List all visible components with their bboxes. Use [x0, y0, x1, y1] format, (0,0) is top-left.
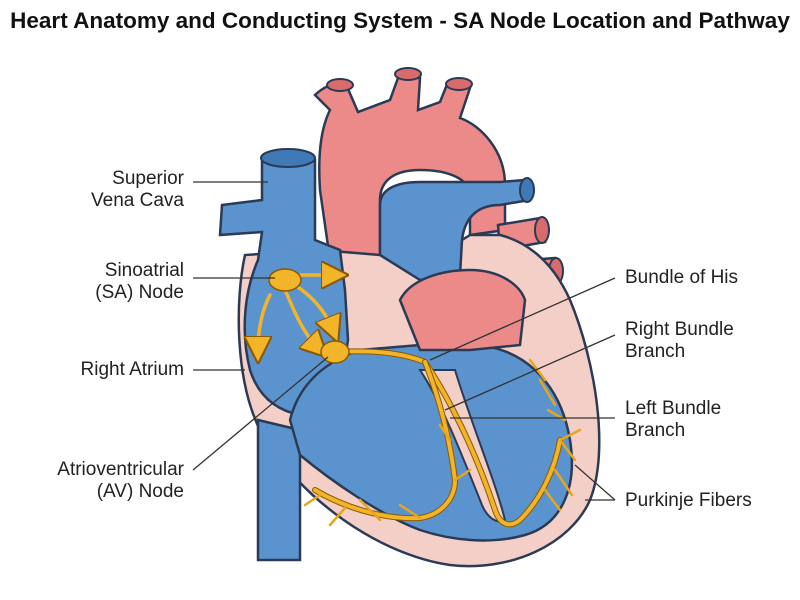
leader-av [192, 356, 329, 471]
purkinje-fiber-branches [303, 358, 582, 527]
inferior-vena-cava [256, 418, 302, 562]
sa-to-av-arrow-1 [283, 288, 318, 348]
label-purkinje-fibers: Purkinje Fibers [625, 490, 752, 511]
leader-lines [192, 181, 616, 501]
leader-rbb [444, 334, 616, 411]
page-title: Heart Anatomy and Conducting System - SA… [10, 8, 790, 33]
label-right-atrium: Right Atrium [80, 359, 184, 380]
label-av-node: Atrioventricular (AV) Node [57, 459, 184, 502]
conduction-pathway [258, 275, 582, 528]
label-sa-node: Sinoatrial (SA) Node [95, 260, 184, 303]
label-right-bundle-branch: Right Bundle Branch [625, 319, 734, 362]
sa-to-av-arrow-2 [293, 283, 333, 330]
aortic-arch [313, 67, 507, 262]
pulmonary-artery [378, 177, 535, 282]
label-left-bundle-branch: Left Bundle Branch [625, 398, 722, 441]
leader-his [429, 277, 616, 361]
label-bundle-of-his: Bundle of His [625, 267, 739, 288]
sa-to-atrium-arrow [258, 293, 270, 350]
left-atrium [398, 268, 527, 352]
label-superior-vena-cava: Superior Vena Cava [91, 168, 184, 211]
sa-node [268, 268, 302, 292]
leader-purkinje-1 [574, 464, 616, 501]
